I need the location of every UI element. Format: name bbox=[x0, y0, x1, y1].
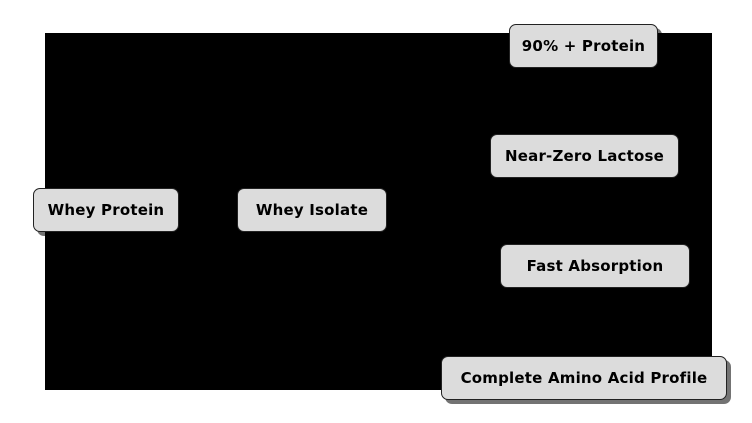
node-whey-protein[interactable]: Whey Protein bbox=[33, 188, 179, 232]
node-whey-protein-label: Whey Protein bbox=[47, 200, 165, 219]
node-lactose[interactable]: Near-Zero Lactose bbox=[490, 134, 679, 178]
node-whey-isolate[interactable]: Whey Isolate bbox=[237, 188, 387, 232]
node-protein-content[interactable]: 90% + Protein bbox=[509, 24, 658, 68]
node-amino-profile-label: Complete Amino Acid Profile bbox=[460, 368, 708, 387]
node-amino-profile[interactable]: Complete Amino Acid Profile bbox=[441, 356, 727, 400]
node-absorption[interactable]: Fast Absorption bbox=[500, 244, 690, 288]
node-absorption-label: Fast Absorption bbox=[526, 256, 664, 275]
node-protein-content-label: 90% + Protein bbox=[521, 36, 646, 55]
node-whey-isolate-label: Whey Isolate bbox=[255, 200, 369, 219]
node-lactose-label: Near-Zero Lactose bbox=[505, 146, 664, 165]
